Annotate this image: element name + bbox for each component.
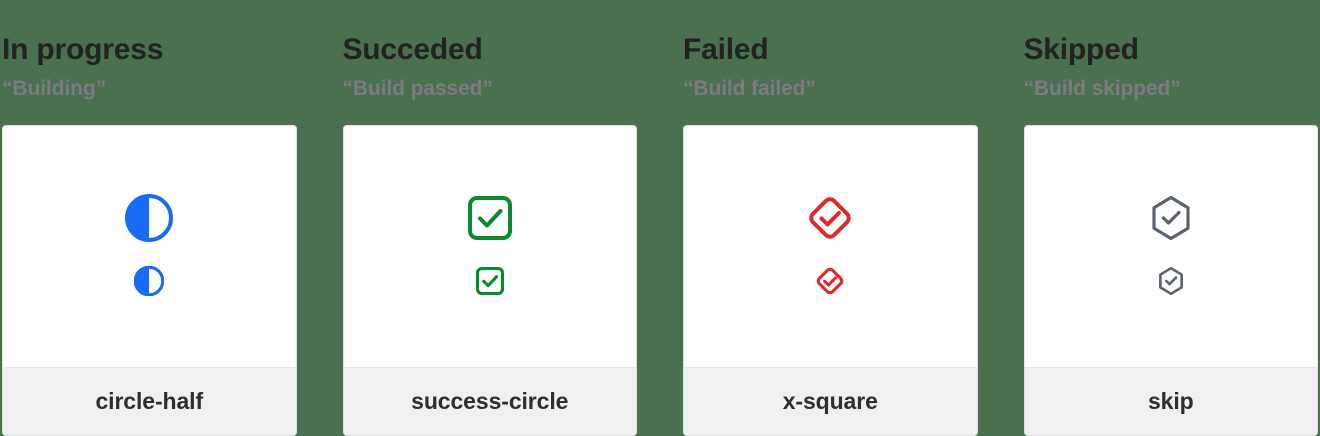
status-column-succeded: Succeded “Build passed” [342,0,638,436]
column-subtitle: “Build passed” [342,76,493,100]
column-subtitle: “Build failed” [683,76,816,100]
icon-card-footer: skip [1024,367,1317,435]
column-subtitle: “Building” [2,76,106,100]
x-square-icon [806,194,854,242]
icon-card-footer: success-circle [343,367,636,435]
column-title: In progress [2,33,164,66]
icon-card-footer: circle-half [3,367,296,435]
icon-preview-area [3,125,296,367]
icon-card-footer: x-square [684,367,977,435]
circle-half-icon-small [134,266,165,297]
status-column-failed: Failed “Build failed” [683,0,978,436]
status-column-skipped: Skipped “Build skipped” [1023,0,1319,436]
column-title: Succeded [342,33,483,66]
icon-card-skip[interactable]: skip [1023,124,1318,436]
skip-icon [1147,194,1195,242]
column-header: In progress “Building” [2,0,297,100]
icon-card-circle-half[interactable]: circle-half [2,124,297,436]
column-header: Succeded “Build passed” [343,0,638,100]
icon-card-x-square[interactable]: x-square [683,124,978,436]
icon-name-label: circle-half [95,388,204,414]
column-subtitle: “Build skipped” [1023,76,1181,100]
skip-icon-small [1156,266,1186,296]
circle-half-icon [125,194,174,243]
success-circle-icon [466,194,514,242]
icon-preview-area [343,125,636,367]
success-circle-icon-small [475,266,505,296]
status-column-in-progress: In progress “Building” [2,0,297,436]
icon-preview-area [684,125,977,367]
column-title: Failed [683,33,769,66]
icon-name-label: x-square [782,388,878,414]
icon-name-label: success-circle [411,388,569,414]
icon-preview-area [1024,125,1317,367]
column-header: Skipped “Build skipped” [1024,0,1319,100]
column-title: Skipped [1023,33,1139,66]
column-header: Failed “Build failed” [683,0,978,100]
icon-card-success-circle[interactable]: success-circle [342,124,637,436]
x-square-icon-small [815,266,845,296]
icon-name-label: skip [1147,388,1194,414]
